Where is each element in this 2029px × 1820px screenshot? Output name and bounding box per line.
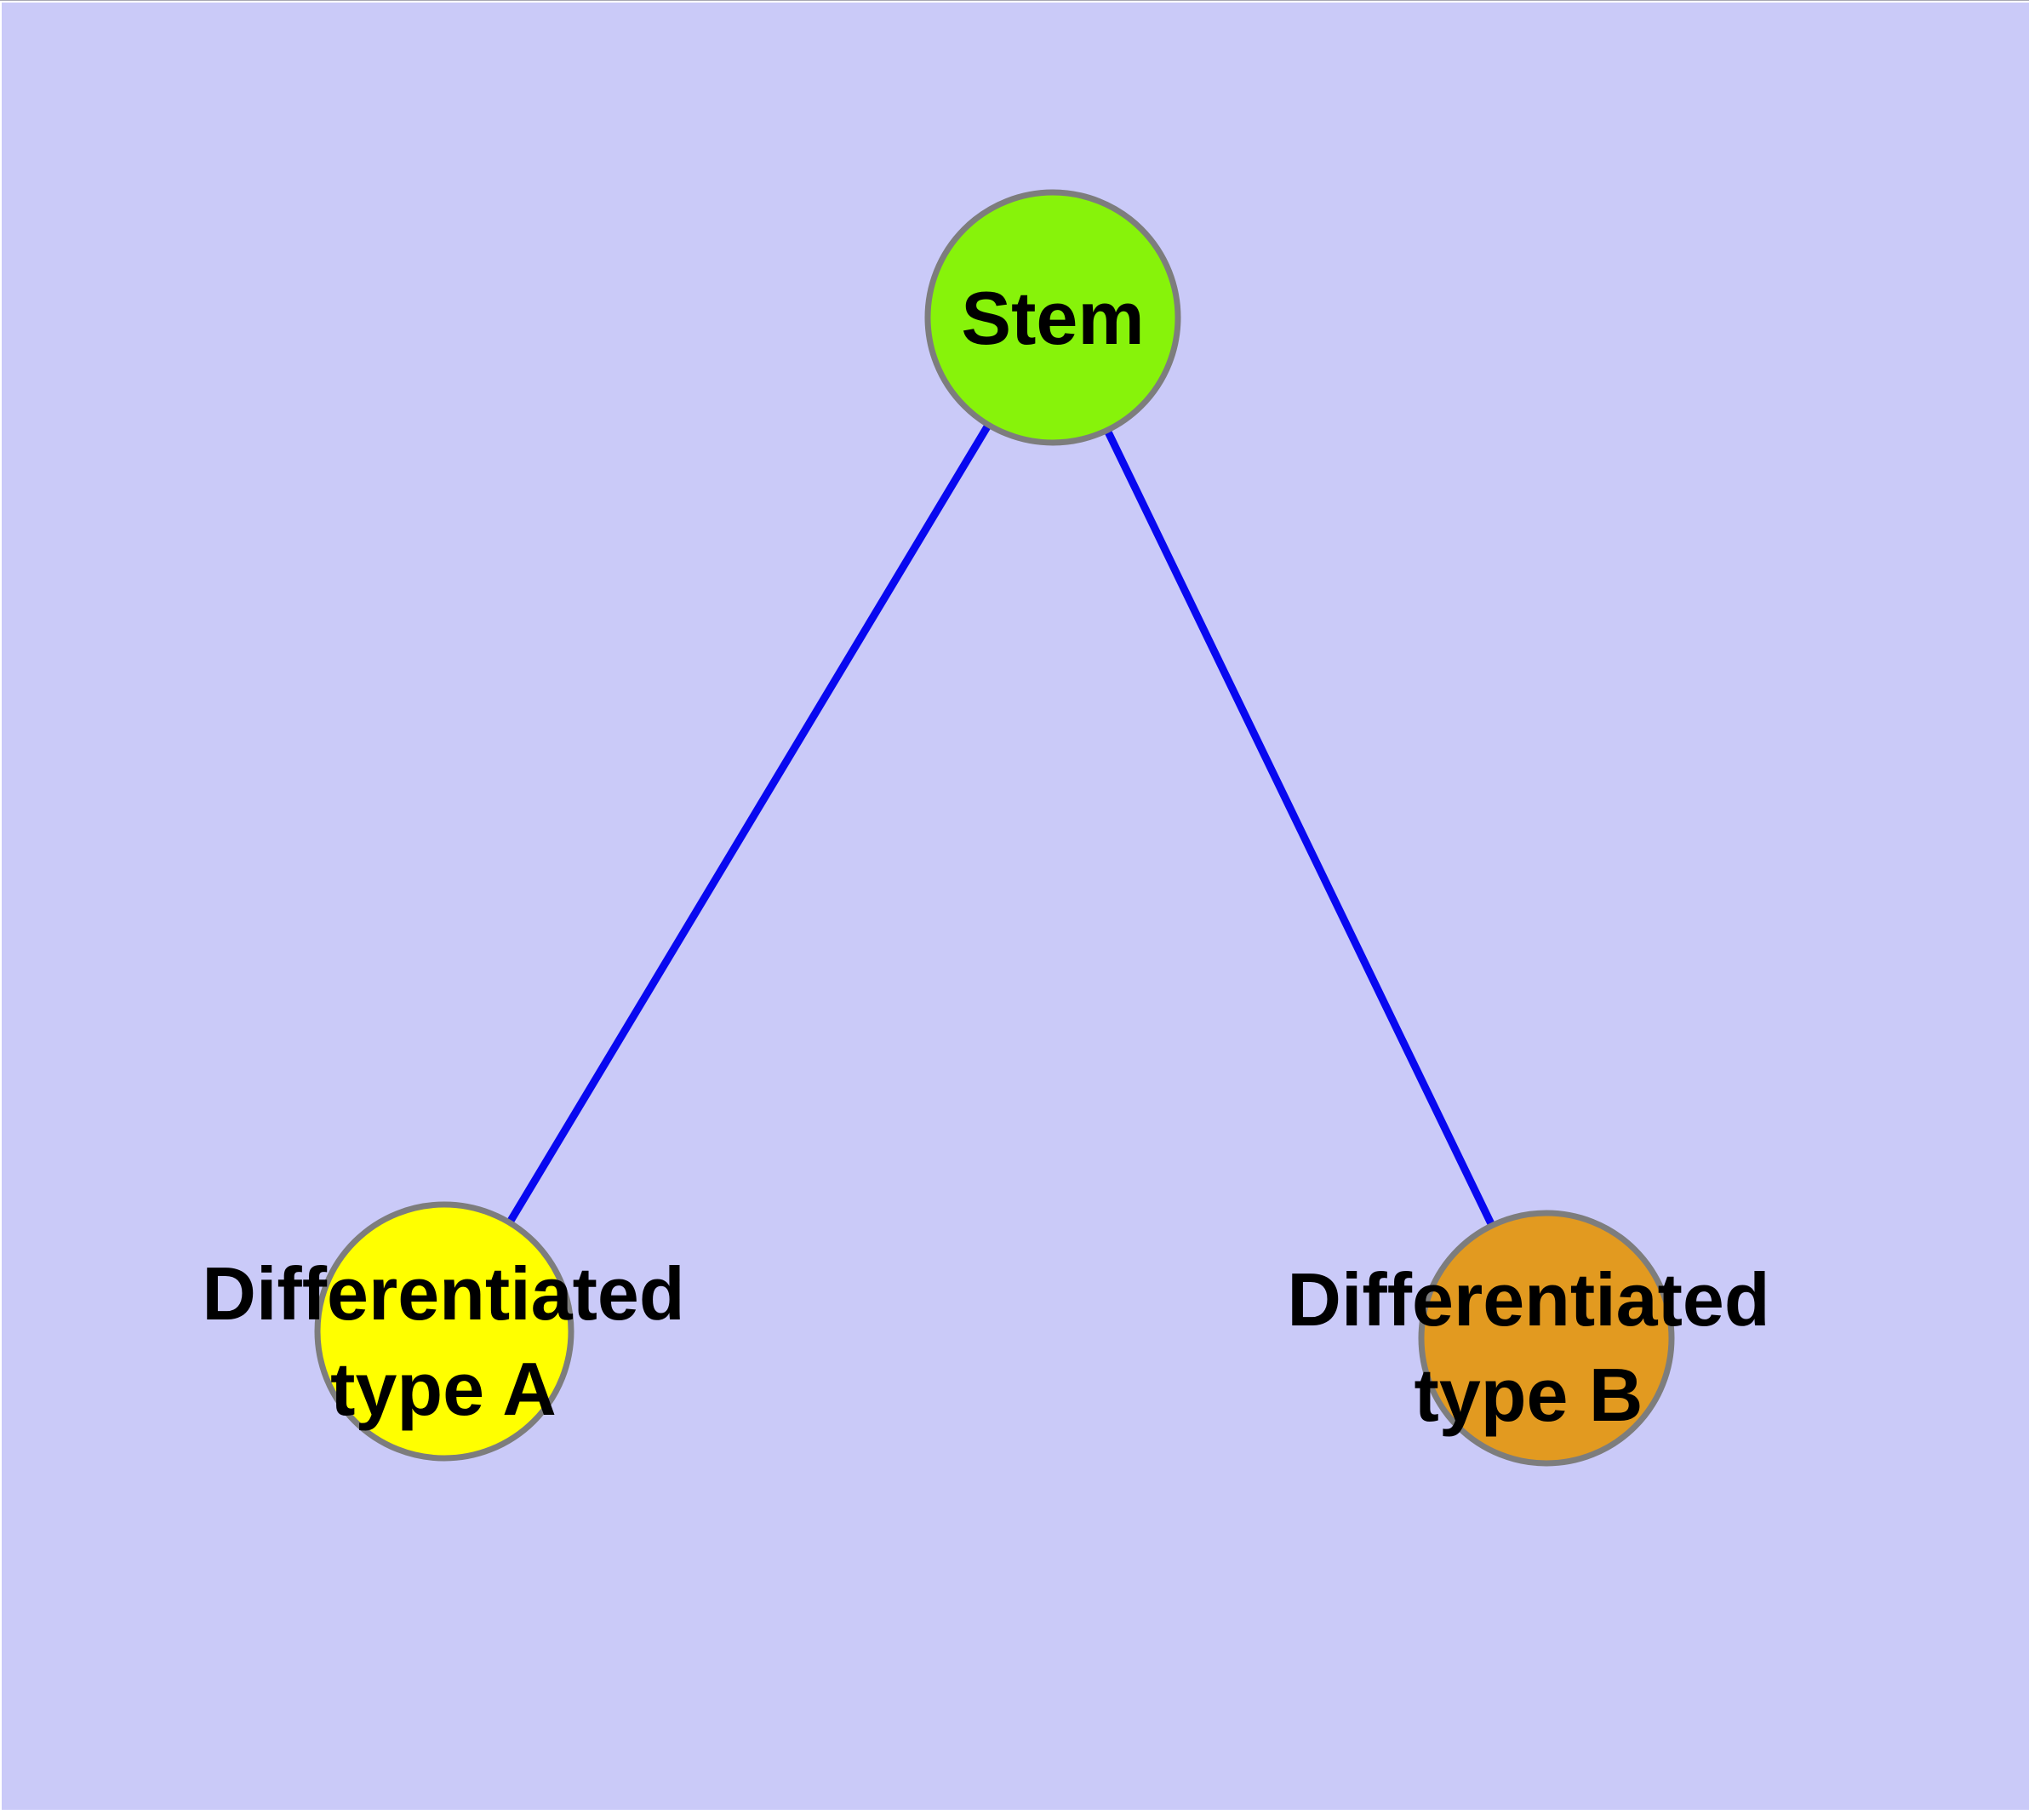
node-type-a-circle (314, 1201, 574, 1462)
node-type-b-label: Differentiated type B (1287, 1252, 1769, 1443)
node-type-a-label-line2: type A (330, 1347, 557, 1431)
plot-background: Stem Differentiated type A Differentiate… (2, 3, 2029, 1810)
node-type-a-label: Differentiated type A (202, 1246, 684, 1437)
node-stem-label: Stem (961, 271, 1144, 366)
edge-stem-to-type-a (441, 315, 1056, 1334)
graph-svg (314, 189, 1675, 1467)
node-type-b-label-line2: type B (1414, 1353, 1643, 1437)
node-type-b-circle (1418, 1210, 1675, 1467)
edge-stem-to-type-b (1049, 316, 1551, 1340)
node-stem-circle (924, 189, 1181, 446)
node-stem-label-text: Stem (961, 276, 1145, 360)
window-top-hairline (0, 0, 2029, 1)
node-type-b-label-line1: Differentiated (1287, 1257, 1770, 1342)
node-type-a-label-line1: Differentiated (202, 1251, 685, 1336)
